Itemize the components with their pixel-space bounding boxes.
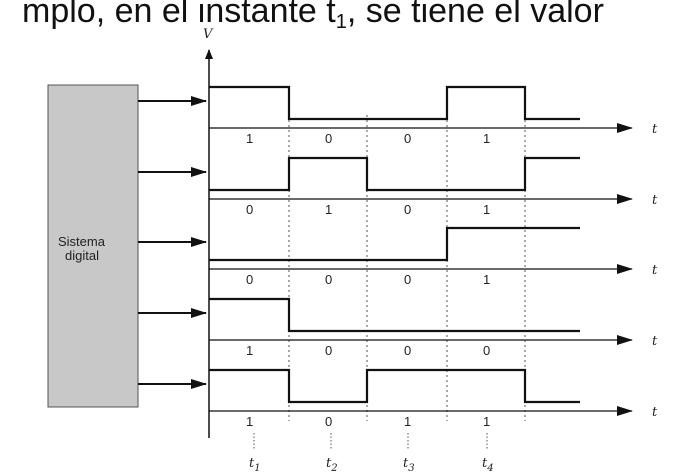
bit-label-1-1: 1 — [246, 131, 253, 146]
time-axis-label-3: t — [652, 263, 658, 278]
v-axis-label: V — [203, 27, 214, 42]
instant-label-3: t3 — [403, 456, 415, 474]
block-label-line2: digital — [65, 248, 99, 263]
bit-label-3-3: 0 — [404, 272, 411, 287]
instant-label-sub-1: 1 — [254, 463, 260, 474]
bit-label-1-2: 0 — [325, 131, 332, 146]
waveform-1 — [209, 85, 580, 121]
instant-label-sub-3: 3 — [408, 463, 414, 474]
bit-label-5-3: 1 — [404, 414, 411, 429]
time-axis-label-5: t — [652, 405, 658, 420]
bit-label-1-4: 1 — [483, 131, 490, 146]
bit-label-1-3: 0 — [404, 131, 411, 146]
waveform-4 — [209, 297, 580, 333]
bit-label-2-3: 0 — [404, 202, 411, 217]
bit-label-5-4: 1 — [483, 414, 490, 429]
slide-heading: mplo, en el instante t1, se tiene el val… — [0, 0, 681, 34]
time-axis-label-1: t — [652, 122, 658, 137]
heading-text-after: , se tiene el valor — [346, 0, 604, 30]
time-axis-label-2: t — [652, 193, 658, 208]
block-label-line1: Sistema — [58, 234, 106, 249]
bit-label-5-2: 0 — [325, 414, 332, 429]
bit-label-4-4: 0 — [483, 343, 490, 358]
time-axis-label-4: t — [652, 334, 658, 349]
bit-label-2-4: 1 — [483, 202, 490, 217]
bit-label-3-2: 0 — [325, 272, 332, 287]
bit-label-3-1: 0 — [246, 272, 253, 287]
instant-label-sub-2: 2 — [330, 463, 337, 474]
bit-label-2-1: 0 — [246, 202, 253, 217]
bit-label-2-2: 1 — [325, 202, 332, 217]
digital-system-block — [47, 84, 139, 408]
bit-label-4-1: 1 — [246, 343, 253, 358]
bit-label-4-2: 0 — [325, 343, 332, 358]
instant-label-sub-4: 4 — [486, 463, 493, 474]
heading-subscript: 1 — [335, 11, 347, 33]
instant-label-2: t2 — [326, 456, 338, 474]
waveform-5 — [209, 368, 580, 404]
waveform-2 — [209, 156, 580, 192]
bit-label-3-4: 1 — [483, 272, 490, 287]
bit-label-5-1: 1 — [246, 414, 253, 429]
waveform-3 — [209, 226, 580, 262]
instant-label-4: t4 — [482, 456, 494, 474]
bit-label-4-3: 0 — [404, 343, 411, 358]
instant-label-1: t1 — [249, 456, 261, 474]
heading-text-before: mplo, en el instante t — [22, 0, 336, 30]
